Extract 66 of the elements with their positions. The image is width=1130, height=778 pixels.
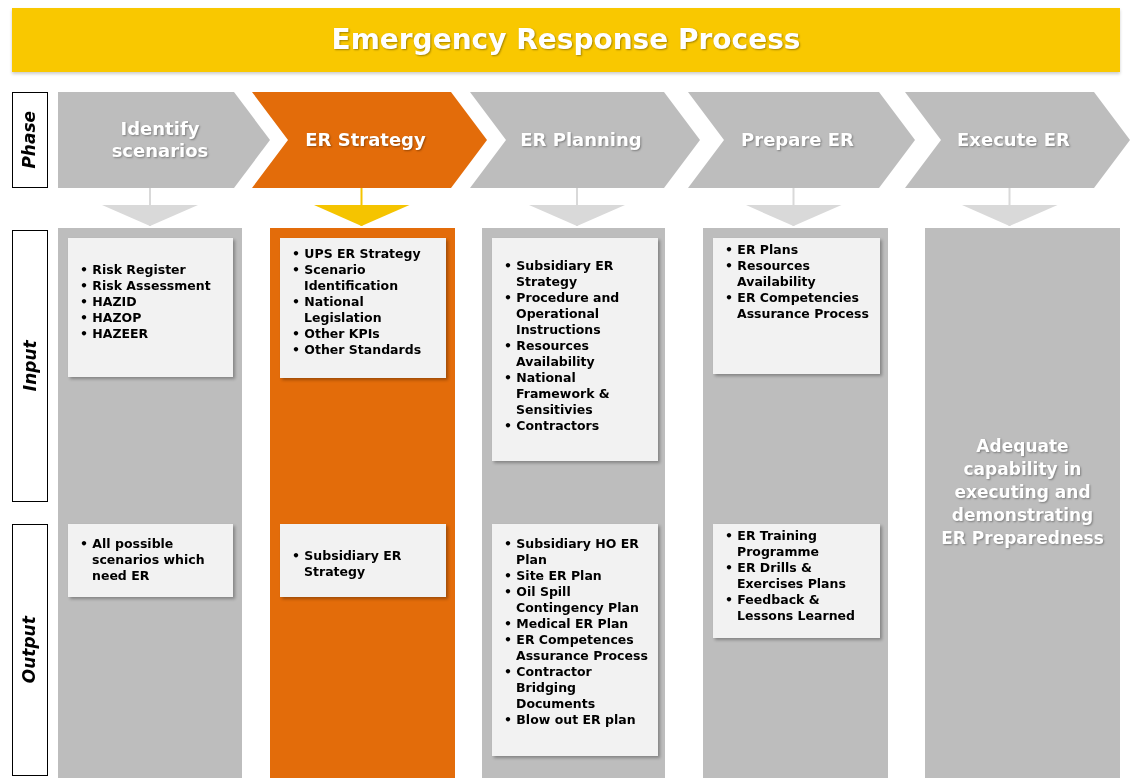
row-label-box (12, 92, 48, 188)
phase-name: Identify scenarios (110, 118, 210, 162)
phase-name: ER Planning (520, 129, 642, 151)
phase-step (252, 92, 487, 188)
down-arrow (961, 187, 1058, 227)
list-item: • Blow out ER plan (504, 712, 637, 728)
list-item: • Other KPIs (292, 326, 381, 342)
list-item: • ER Drills & Exercises Plans (725, 560, 847, 592)
list-item: • All possible scenarios which need ER (80, 536, 206, 584)
phase-step (470, 92, 700, 188)
list-item: • Other Standards (292, 342, 423, 358)
phase-step (905, 92, 1130, 188)
list-item: • ER Training Programme (725, 528, 820, 560)
column-panel (925, 228, 1120, 778)
list-card (492, 524, 658, 756)
column-panel (270, 228, 455, 778)
phase-name: ER Strategy (305, 129, 426, 151)
list-item: • Site ER Plan (504, 568, 603, 584)
down-arrow (313, 187, 410, 227)
down-arrow (745, 187, 842, 227)
row-label: Phase (18, 111, 41, 169)
row-label-box (12, 524, 48, 776)
row-label-box (12, 230, 48, 502)
list-item: • Scenario Identification (292, 262, 400, 294)
list-item: • Subsidiary ER Strategy (504, 258, 615, 290)
list-item: • Resources Availability (725, 258, 817, 290)
column-panel (58, 228, 242, 778)
column-panel (703, 228, 888, 778)
list-item: • Subsidiary HO ER Plan (504, 536, 640, 568)
list-card (68, 238, 233, 377)
list-card (713, 238, 880, 374)
list-item: • Procedure and Operational Instructions (504, 290, 621, 338)
list-item: • National Legislation (292, 294, 383, 326)
row-label: Output (18, 616, 41, 684)
phase-step (688, 92, 915, 188)
list-item: • Subsidiary ER Strategy (292, 548, 403, 580)
list-item: • HAZID (80, 294, 138, 310)
list-card (280, 524, 446, 597)
title: Emergency Response Process (331, 22, 801, 58)
list-item: • Contractors (504, 418, 601, 434)
list-item: • Contractor Bridging Documents (504, 664, 597, 712)
list-card (492, 238, 658, 461)
row-label: Input (18, 340, 41, 392)
phase-name: Prepare ER (741, 129, 854, 151)
list-card (280, 238, 446, 378)
list-item: • UPS ER Strategy (292, 246, 422, 262)
column-panel (482, 228, 665, 778)
phase-step (58, 92, 270, 188)
list-item: • ER Competencies Assurance Process (725, 290, 870, 322)
outcome-text: Adequate capability in executing and demonstrating ER Preparedness (940, 435, 1105, 550)
list-item: • Feedback & Lessons Learned (725, 592, 856, 624)
list-item: • HAZEER (80, 326, 150, 342)
list-item: • HAZOP (80, 310, 143, 326)
down-arrow (102, 187, 198, 227)
down-arrow (529, 187, 625, 227)
list-item: • Risk Register (80, 262, 187, 278)
phase-name: Execute ER (957, 129, 1070, 151)
list-item: • Resources Availability (504, 338, 596, 370)
list-item: • Oil Spill Contingency Plan (504, 584, 640, 616)
list-item: • National Framework & Sensitivies (504, 370, 611, 418)
list-card (713, 524, 880, 638)
list-item: • ER Plans (725, 242, 800, 258)
list-item: • Medical ER Plan (504, 616, 630, 632)
list-item: • Risk Assessment (80, 278, 212, 294)
list-card (68, 524, 233, 597)
list-item: • ER Competences Assurance Process (504, 632, 649, 664)
